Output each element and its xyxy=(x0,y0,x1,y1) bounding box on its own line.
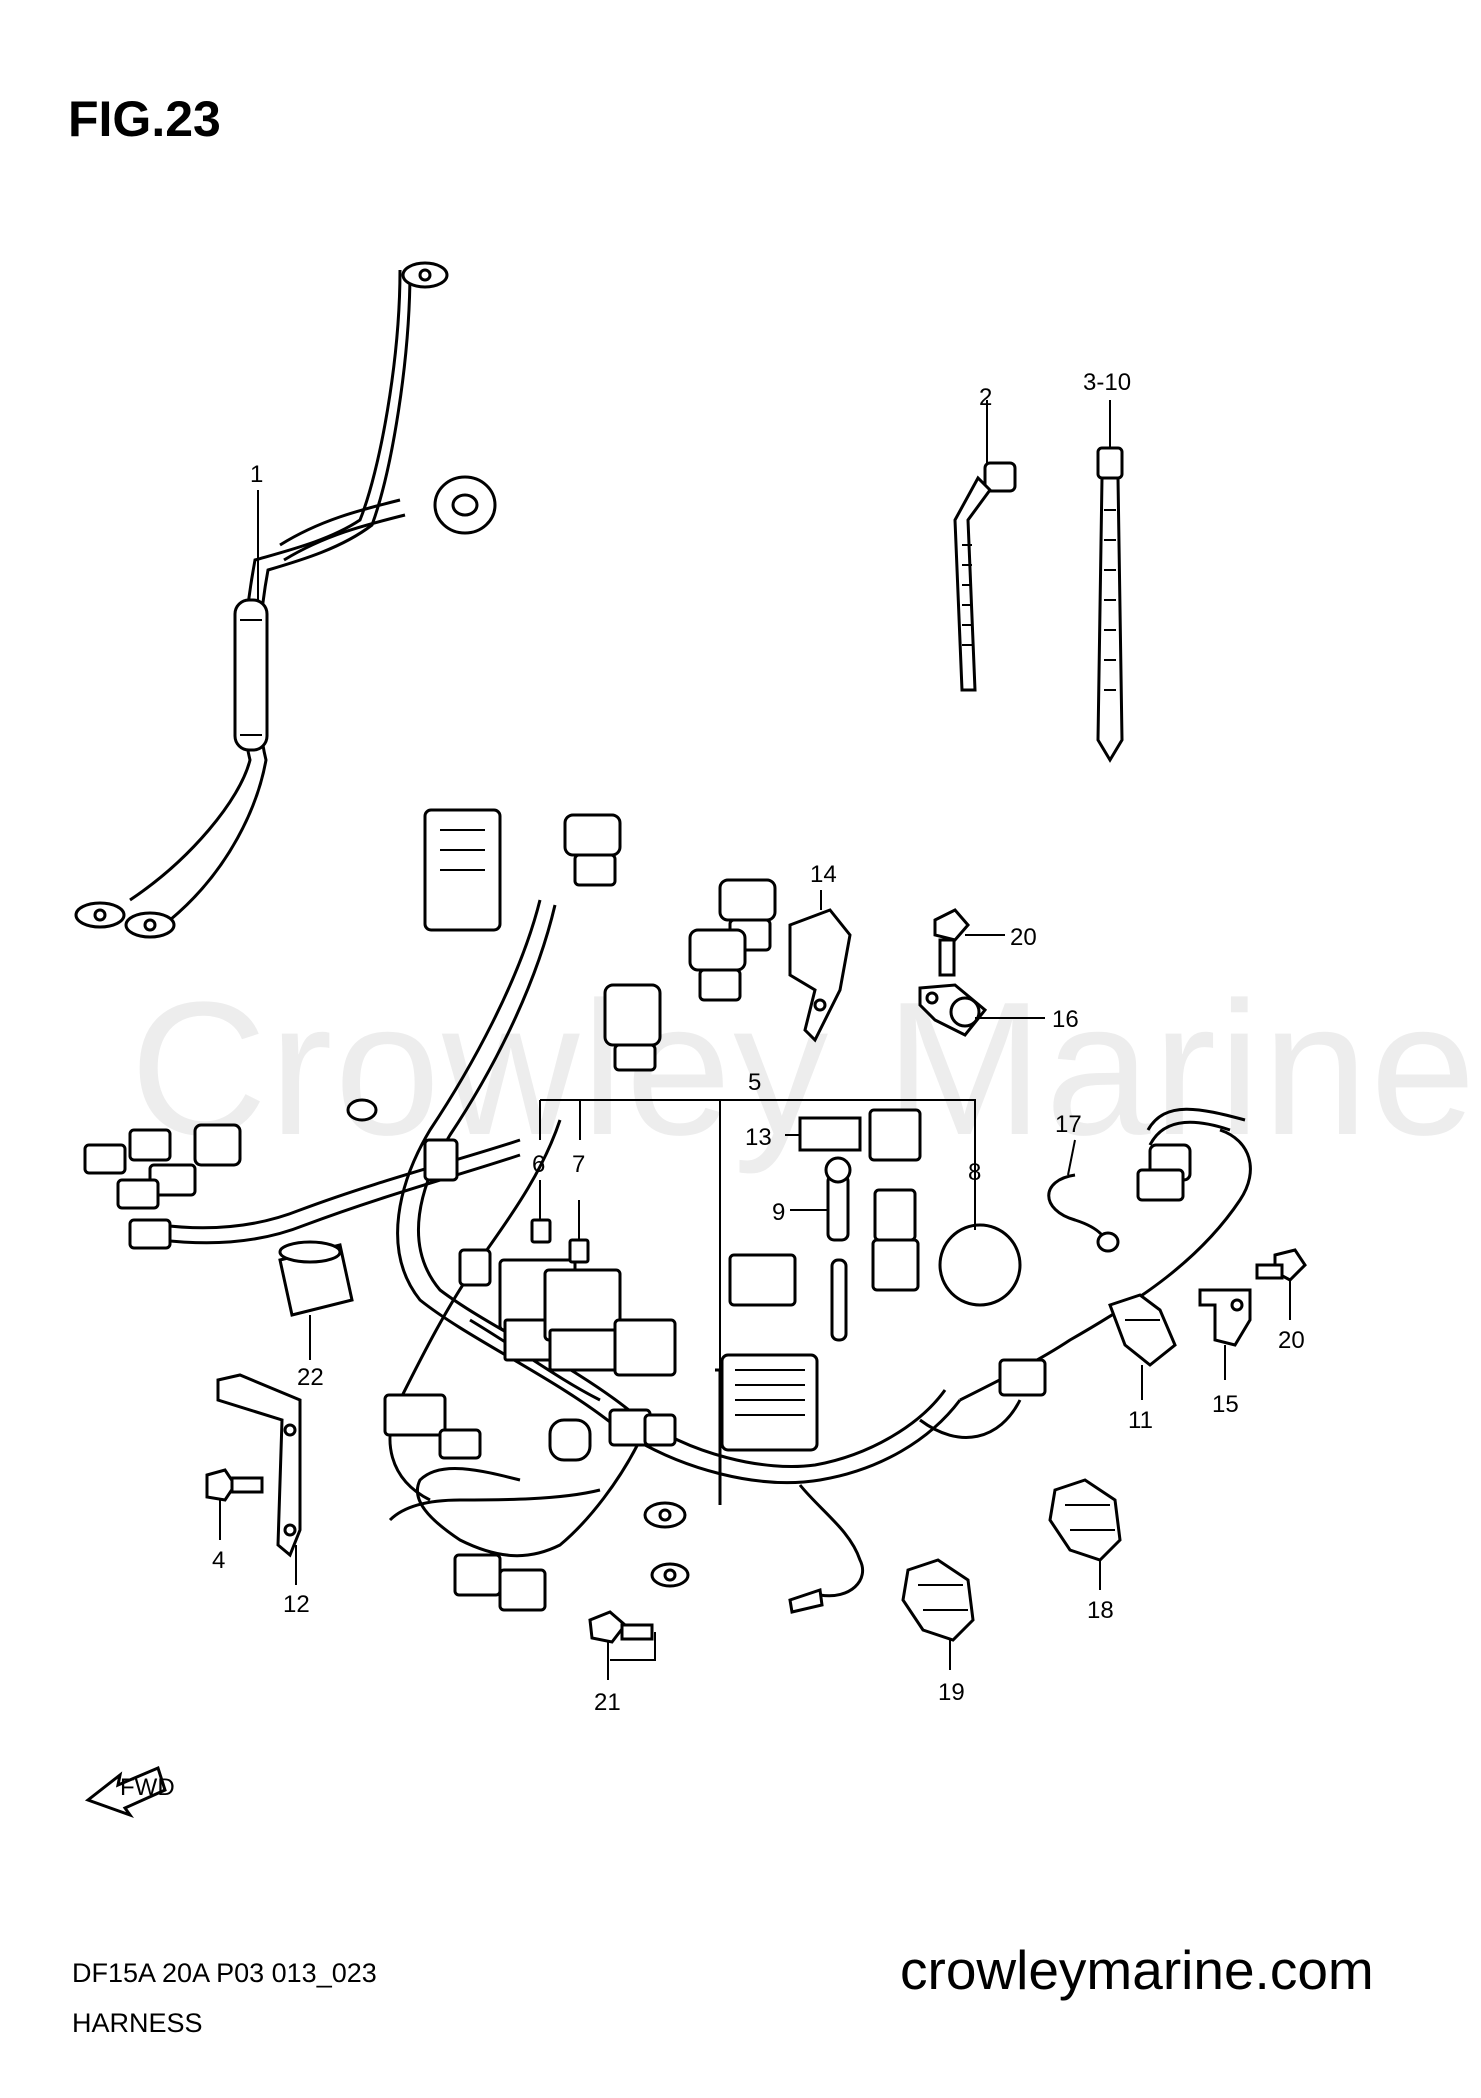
callout-13[interactable]: 13 xyxy=(745,1124,772,1151)
part-22-sleeve[interactable] xyxy=(278,1240,354,1360)
callout-1[interactable]: 1 xyxy=(250,461,263,488)
callout-19[interactable]: 19 xyxy=(938,1679,965,1706)
part-12-bracket[interactable] xyxy=(216,1373,302,1585)
diagram-code: DF15A 20A P03 013_023 xyxy=(72,1958,377,1988)
part-17-loop-tie[interactable] xyxy=(1047,1139,1120,1253)
part-16-clamp[interactable] xyxy=(918,983,1045,1037)
callout-20-right[interactable]: 20 xyxy=(1278,1327,1305,1354)
callout-21[interactable]: 21 xyxy=(594,1689,621,1716)
callout-7[interactable]: 7 xyxy=(572,1151,585,1178)
fwd-arrow-icon: FWD xyxy=(84,1765,175,1819)
part-1-battery-cable[interactable] xyxy=(74,261,497,939)
part-18-clamp[interactable] xyxy=(1048,1478,1122,1590)
part-8-buzzer[interactable] xyxy=(871,1188,920,1292)
callout-9[interactable]: 9 xyxy=(772,1199,785,1226)
callout-22[interactable]: 22 xyxy=(297,1364,324,1391)
part-21-bolt[interactable] xyxy=(588,1610,656,1680)
part-19-clamp[interactable] xyxy=(901,1558,975,1670)
part-20-bolt-upper[interactable] xyxy=(933,908,1005,977)
callout-8[interactable]: 8 xyxy=(968,1159,981,1186)
callout-14[interactable]: 14 xyxy=(810,861,837,888)
part-6-fuse[interactable] xyxy=(530,1180,552,1244)
part-20-bolt-right[interactable] xyxy=(1255,1248,1307,1320)
part-15-bracket[interactable] xyxy=(1198,1288,1252,1380)
part-7-fuse[interactable] xyxy=(568,1200,590,1264)
callout-18[interactable]: 18 xyxy=(1087,1597,1114,1624)
leader-5 xyxy=(539,1099,976,1460)
fwd-label: FWD xyxy=(120,1774,175,1801)
callout-4[interactable]: 4 xyxy=(212,1547,225,1574)
callout-5[interactable]: 5 xyxy=(748,1069,761,1096)
part-14-bracket[interactable] xyxy=(788,890,852,1043)
callout-20-upper[interactable]: 20 xyxy=(1010,924,1037,951)
callout-12[interactable]: 12 xyxy=(283,1591,310,1618)
diagram-name: HARNESS xyxy=(72,2008,203,2038)
part-3-10-cable-tie[interactable] xyxy=(1096,400,1124,763)
part-2-cable-tie-clip[interactable] xyxy=(953,400,1017,692)
callout-6[interactable]: 6 xyxy=(532,1151,545,1178)
callout-3-10[interactable]: 3-10 xyxy=(1083,369,1131,396)
callout-16[interactable]: 16 xyxy=(1052,1006,1079,1033)
site-url[interactable]: crowleymarine.com xyxy=(900,1939,1374,2001)
part-9-terminal[interactable] xyxy=(790,1156,852,1342)
figure-title: FIG.23 xyxy=(68,91,221,147)
callout-11[interactable]: 11 xyxy=(1128,1407,1153,1434)
part-11-clip[interactable] xyxy=(1108,1293,1177,1400)
callout-15[interactable]: 15 xyxy=(1212,1391,1239,1418)
callout-17[interactable]: 17 xyxy=(1055,1111,1082,1138)
callout-2[interactable]: 2 xyxy=(979,384,992,411)
part-4-bolt[interactable] xyxy=(205,1468,264,1540)
part-13-relay[interactable] xyxy=(785,1108,922,1162)
part-5-main-harness[interactable] xyxy=(83,808,1252,1614)
